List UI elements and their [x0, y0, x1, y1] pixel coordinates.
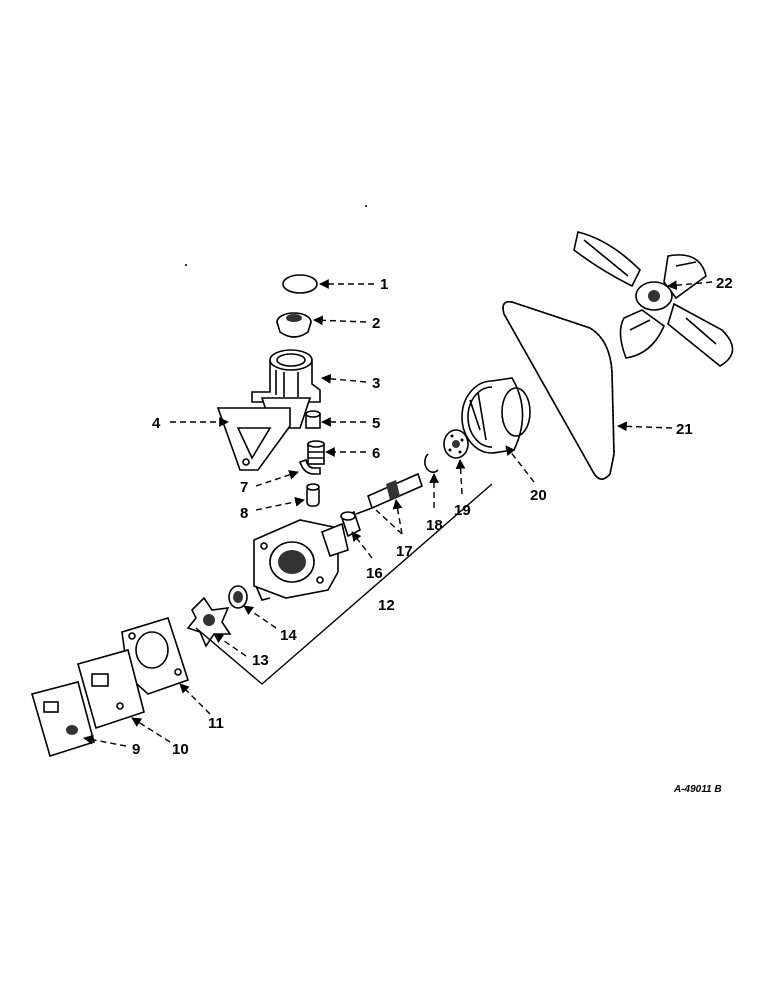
- fan-part: [573, 231, 734, 367]
- assembly-bracket-line: [195, 483, 493, 685]
- pulley-part: [461, 377, 531, 454]
- callout-14: 14: [280, 627, 297, 644]
- pump-body-part: [253, 519, 349, 601]
- snap-ring-part: [282, 274, 318, 294]
- bearing-sleeve-part: [340, 510, 361, 538]
- plate-part: [77, 649, 145, 730]
- water-outlet-housing-part: [251, 349, 321, 429]
- callout-5: 5: [372, 415, 380, 432]
- callout-6: 6: [372, 445, 380, 462]
- gasket-part: [121, 617, 190, 695]
- callout-18: 18: [426, 517, 443, 534]
- sleeve-part: [306, 483, 320, 507]
- scan-speck: [185, 264, 187, 266]
- callout-3: 3: [372, 375, 380, 392]
- fitting-part: [307, 440, 325, 465]
- callout-12: 12: [378, 597, 395, 614]
- scan-speck: [365, 205, 367, 207]
- v-belt-part: [502, 300, 615, 480]
- cover-plate-part: [31, 681, 95, 758]
- callout-labels: 1 2 3 4 5 6 7 8 9 10 11 12 13 14 16 17 1…: [132, 275, 733, 758]
- hub-part: [443, 429, 469, 459]
- retainer-ring-part: [424, 453, 439, 473]
- bushing-part: [305, 410, 321, 429]
- drawing-code: A-49011 B: [673, 784, 722, 795]
- bracket-part: [216, 407, 291, 471]
- shaft-part: [355, 472, 423, 515]
- thermostat-part: [276, 312, 312, 338]
- callout-10: 10: [172, 741, 189, 758]
- callout-21: 21: [676, 421, 693, 438]
- callout-17: 17: [396, 543, 413, 560]
- elbow-part: [298, 458, 321, 475]
- callout-4: 4: [152, 415, 161, 432]
- leader-lines: [83, 279, 713, 747]
- callout-16: 16: [366, 565, 383, 582]
- callout-13: 13: [252, 652, 269, 669]
- callout-1: 1: [380, 276, 388, 293]
- callout-11: 11: [208, 715, 224, 732]
- callout-19: 19: [454, 502, 471, 519]
- callout-8: 8: [240, 505, 248, 522]
- callout-20: 20: [530, 487, 547, 504]
- callout-7: 7: [240, 479, 248, 496]
- callout-9: 9: [132, 741, 140, 758]
- seal-part: [228, 585, 248, 609]
- callout-22: 22: [716, 275, 733, 292]
- callout-2: 2: [372, 315, 380, 332]
